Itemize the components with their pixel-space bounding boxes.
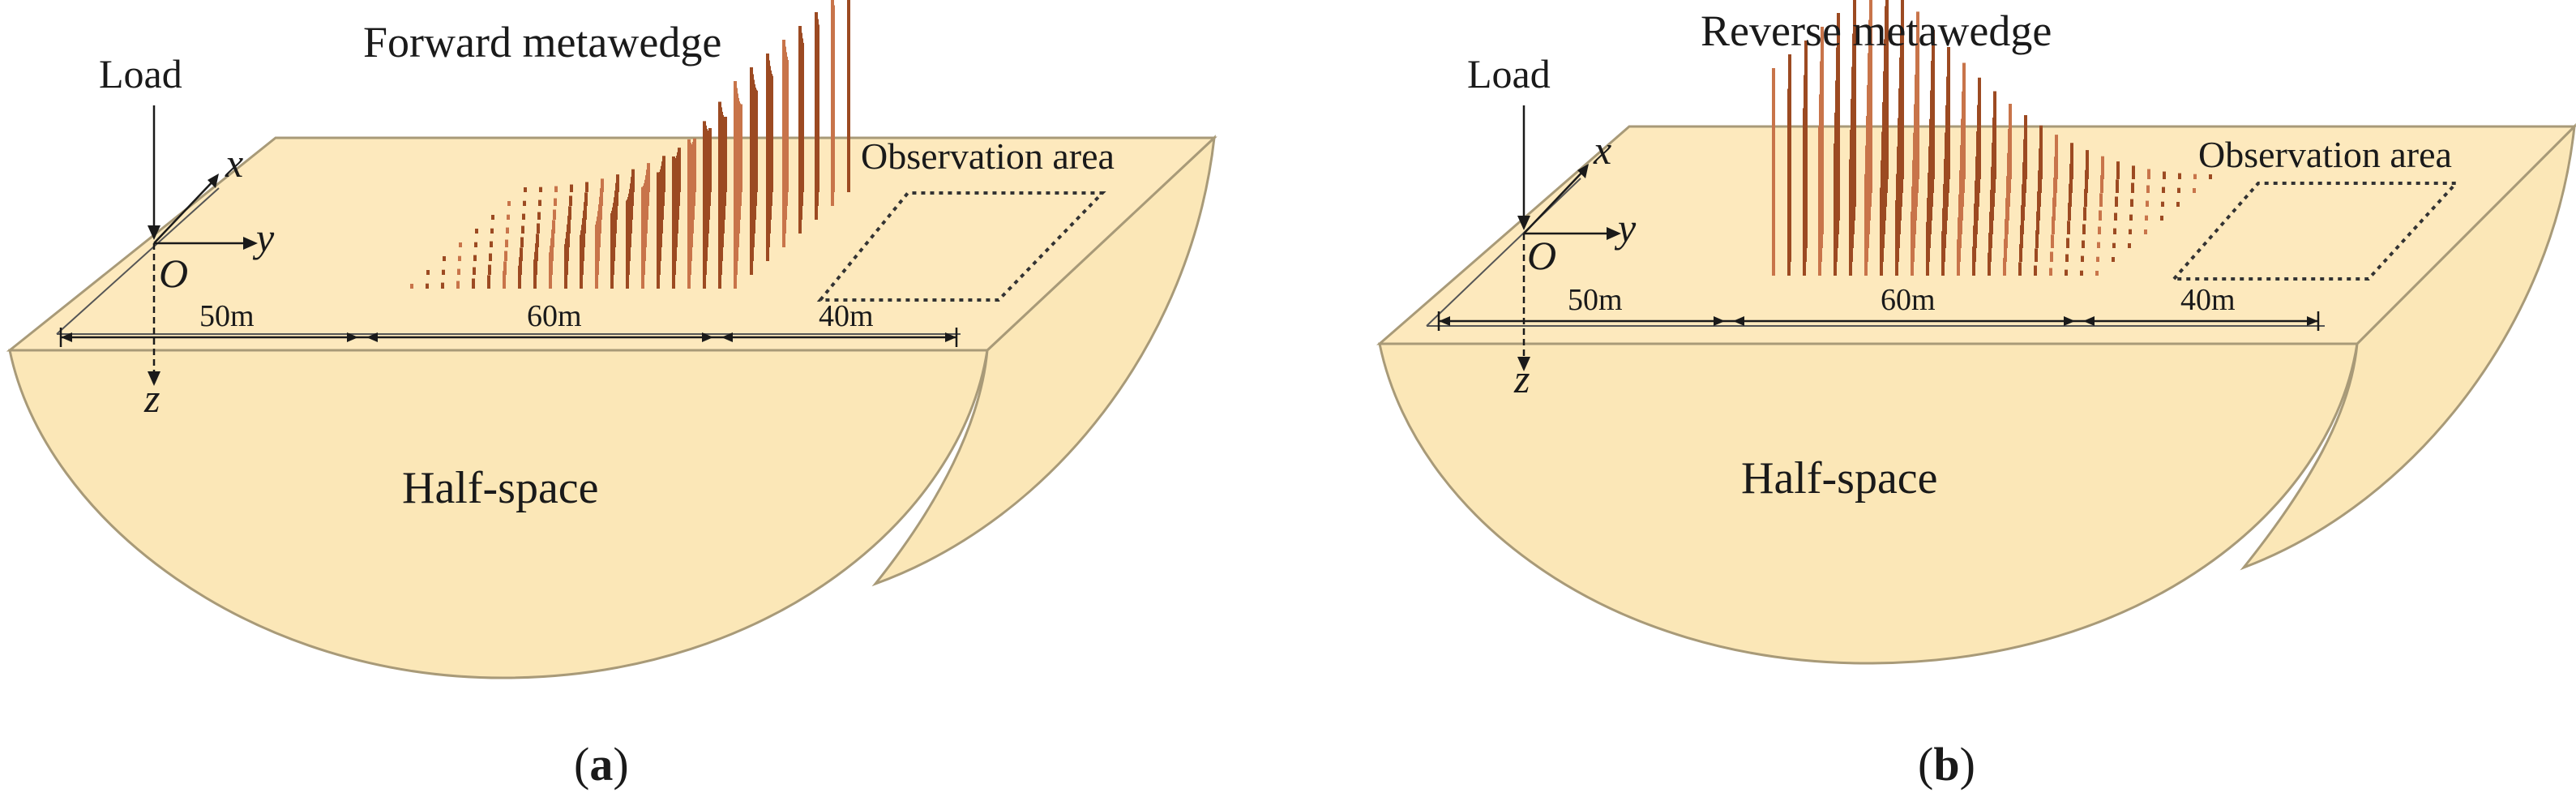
half-space-curved-body <box>1378 342 2359 665</box>
x-axis-arrowhead <box>1577 164 1589 178</box>
half-space-side-face <box>2240 122 2576 571</box>
forward-metawedge-rods <box>410 0 850 289</box>
observation-area-label: Observation area <box>2198 134 2452 175</box>
z-axis-label: z <box>143 375 160 421</box>
panel-forward-metawedge: Forward metawedge Load Observation area … <box>6 0 1217 791</box>
observation-area-box <box>2170 182 2460 281</box>
dimension-50m: 50m <box>1568 283 1623 317</box>
panel-title: Reverse metawedge <box>1701 6 2052 55</box>
dimension-40m: 40m <box>819 299 874 333</box>
inner-surface-outline <box>1426 178 2325 327</box>
half-space-side-face <box>871 135 1216 587</box>
observation-area-box <box>816 191 1106 302</box>
load-label: Load <box>99 51 182 96</box>
z-axis-label: z <box>1513 356 1530 401</box>
y-axis-label: y <box>252 215 275 260</box>
x-axis-line <box>153 178 216 244</box>
origin-label: O <box>1527 233 1556 278</box>
panel-reverse-metawedge: Reverse metawedge Load Observation area … <box>1376 0 2576 791</box>
z-axis-arrowhead <box>148 371 160 386</box>
y-axis-label: y <box>1614 205 1637 251</box>
caption-a: (a) <box>574 738 629 791</box>
half-space-curved-body <box>8 349 989 679</box>
y-axis-arrowhead <box>1607 227 1621 240</box>
observation-area-label: Observation area <box>861 135 1115 177</box>
half-space-label: Half-space <box>1741 453 1938 504</box>
dimension-arrows-1 <box>1439 316 1744 326</box>
x-axis-arrowhead <box>208 174 219 188</box>
reverse-metawedge-rods <box>1772 0 2212 276</box>
panel-title: Forward metawedge <box>363 18 721 66</box>
x-axis-label: x <box>1593 127 1611 173</box>
dimension-60m: 60m <box>1881 283 1936 317</box>
load-label: Load <box>1467 51 1551 96</box>
load-arrowhead <box>148 225 160 240</box>
half-space-label: Half-space <box>402 463 599 513</box>
y-axis-arrowhead <box>243 237 258 250</box>
z-axis-arrowhead <box>1517 357 1530 371</box>
inner-surface-outline <box>56 187 961 335</box>
x-axis-label: x <box>225 140 243 186</box>
dimension-40m: 40m <box>2180 283 2236 317</box>
x-axis-line <box>1523 168 1586 234</box>
dimension-50m: 50m <box>199 299 255 333</box>
load-arrowhead <box>1517 216 1530 230</box>
origin-label: O <box>159 251 188 296</box>
caption-b: (b) <box>1918 738 1975 791</box>
dimension-60m: 60m <box>527 299 582 333</box>
